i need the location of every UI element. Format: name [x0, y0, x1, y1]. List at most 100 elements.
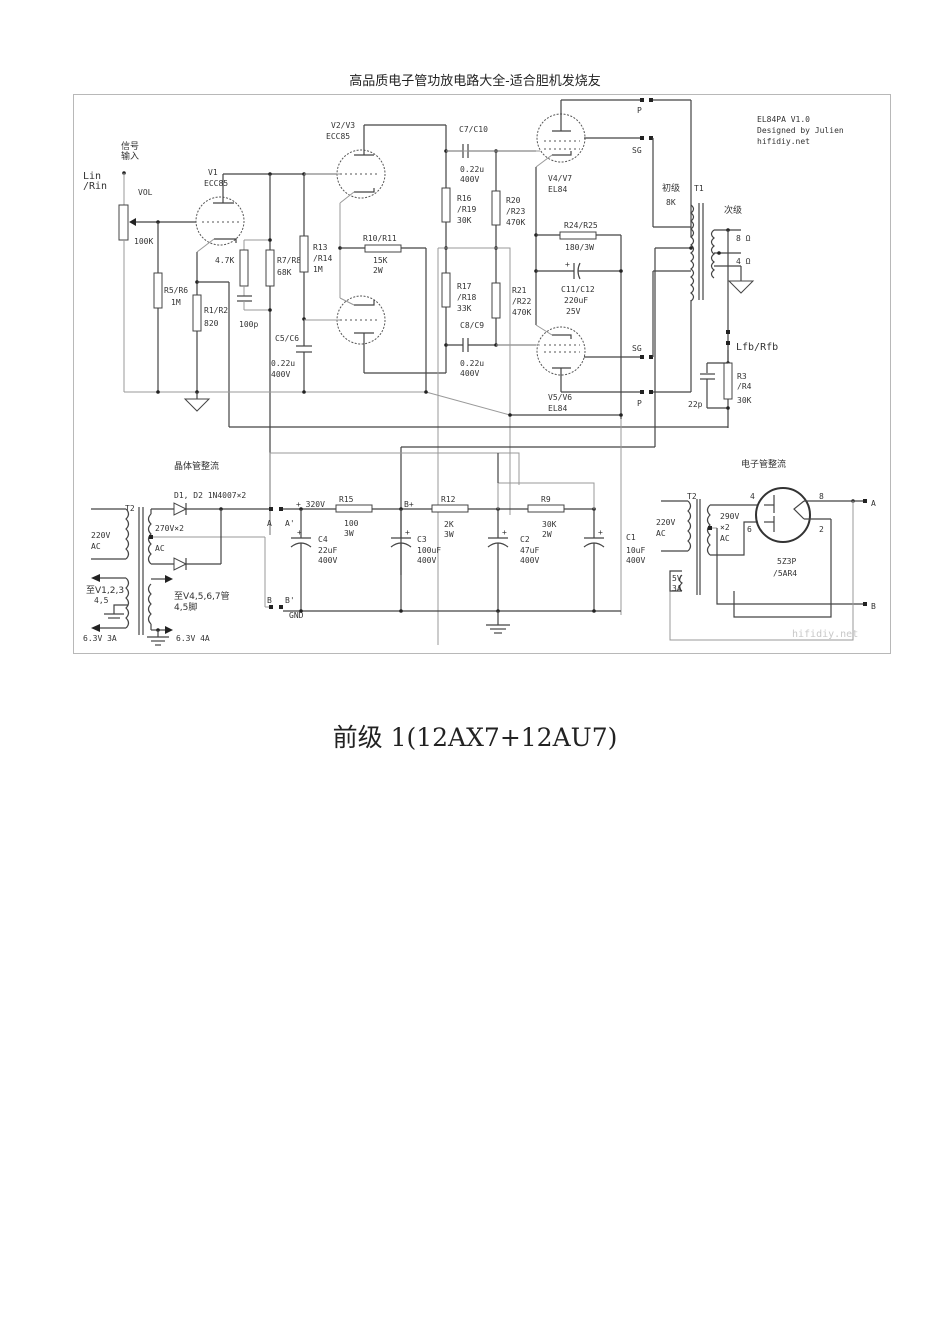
svg-text:68K: 68K — [277, 268, 292, 277]
svg-text:T1: T1 — [694, 184, 704, 193]
t1-primary-coil — [690, 204, 695, 302]
svg-text:Lfb/Rfb: Lfb/Rfb — [736, 342, 778, 353]
svg-text:V5/V6: V5/V6 — [548, 393, 572, 402]
svg-text:2W: 2W — [542, 530, 552, 539]
r10-r11 — [364, 244, 402, 253]
vol-pot — [118, 204, 129, 241]
diode-d2-icon — [173, 557, 188, 571]
svg-text:R21: R21 — [512, 286, 527, 295]
svg-text:0.22u: 0.22u — [271, 359, 295, 368]
svg-text:ECC85: ECC85 — [204, 179, 228, 188]
svg-text:0.22u: 0.22u — [460, 165, 484, 174]
svg-text:R3: R3 — [737, 372, 747, 381]
svg-text:B: B — [267, 596, 272, 605]
watermark: hifidiy.net — [792, 629, 858, 640]
svg-text:180/3W: 180/3W — [565, 243, 594, 252]
input-terminal — [122, 171, 126, 175]
svg-text:EL84PA V1.0: EL84PA V1.0 — [757, 115, 810, 124]
svg-text:R13: R13 — [313, 243, 328, 252]
svg-text:2K: 2K — [444, 520, 454, 529]
svg-text:/5AR4: /5AR4 — [773, 569, 797, 578]
design-info: EL84PA V1.0 Designed by Julien hifidiy.n… — [757, 115, 844, 146]
svg-text:/R22: /R22 — [512, 297, 531, 306]
svg-text:+ 320V: + 320V — [296, 500, 325, 509]
svg-text:400V: 400V — [460, 369, 479, 378]
tube-v5-v6 — [536, 326, 586, 376]
r13-r14 — [299, 235, 309, 273]
ground-icon — [727, 280, 755, 294]
vol-value: 100K — [134, 237, 153, 246]
svg-text:8K: 8K — [666, 198, 676, 207]
svg-text:33K: 33K — [457, 304, 472, 313]
svg-text:P: P — [637, 106, 642, 115]
svg-text:R5/R6: R5/R6 — [164, 286, 188, 295]
r16-r19 — [441, 187, 451, 223]
wiper-arrow-icon — [129, 218, 136, 226]
svg-text:EL84: EL84 — [548, 185, 567, 194]
svg-text:V1: V1 — [208, 168, 218, 177]
svg-text:3A: 3A — [672, 584, 682, 593]
svg-text:6: 6 — [747, 525, 752, 534]
svg-text:820: 820 — [204, 319, 219, 328]
svg-text:A': A' — [285, 519, 295, 528]
svg-text:AC: AC — [720, 534, 730, 543]
svg-text:晶体管整流: 晶体管整流 — [174, 460, 219, 472]
svg-text:220V: 220V — [91, 531, 110, 540]
primary-label: 初级 — [662, 182, 680, 194]
svg-text:B': B' — [285, 596, 295, 605]
svg-text:30K: 30K — [542, 520, 557, 529]
svg-text:次级: 次级 — [724, 204, 742, 216]
svg-text:400V: 400V — [626, 556, 645, 565]
svg-text:C11/C12: C11/C12 — [561, 285, 595, 294]
svg-text:V2/V3: V2/V3 — [331, 121, 355, 130]
document-title: 高品质电子管功放电路大全-适合胆机发烧友 — [349, 74, 601, 89]
svg-text:C1: C1 — [626, 533, 636, 542]
svg-text:/R23: /R23 — [506, 207, 525, 216]
svg-text:+: + — [565, 260, 570, 269]
tube-v1 — [195, 196, 245, 246]
ground-icon — [183, 398, 211, 412]
svg-text:15K: 15K — [373, 256, 388, 265]
svg-text:4.7K: 4.7K — [215, 256, 234, 265]
svg-text:/R19: /R19 — [457, 205, 476, 214]
svg-text:+: + — [405, 528, 410, 537]
t1-secondary-coil — [710, 229, 715, 279]
psu-solid-state: 晶体管整流 D1, D2 1N4007×2 T2 220V AC 270V×2 … — [83, 453, 645, 646]
svg-text:220uF: 220uF — [564, 296, 588, 305]
svg-text:电子管整流: 电子管整流 — [741, 458, 786, 470]
svg-text:SG: SG — [632, 146, 642, 155]
svg-text:/R4: /R4 — [737, 382, 752, 391]
svg-text:30K: 30K — [457, 216, 472, 225]
input-stage: 信号 输入 Lin /Rin VOL 100K R5/R6 1M V1 ECC8… — [83, 140, 426, 535]
r3-r4 — [723, 362, 733, 400]
svg-text:3W: 3W — [444, 530, 454, 539]
svg-text:400V: 400V — [417, 556, 436, 565]
rectifier-tube — [755, 487, 811, 543]
svg-text:270V×2: 270V×2 — [155, 524, 184, 533]
r12 — [431, 504, 469, 513]
svg-text:5Z3P: 5Z3P — [777, 557, 796, 566]
svg-text:AC: AC — [656, 529, 666, 538]
svg-text:1M: 1M — [313, 265, 323, 274]
svg-text:3W: 3W — [344, 529, 354, 538]
svg-text:C4: C4 — [318, 535, 328, 544]
arrow-left-icon — [91, 574, 100, 582]
svg-text:47uF: 47uF — [520, 546, 539, 555]
svg-text:100uF: 100uF — [417, 546, 441, 555]
svg-text:Designed by Julien: Designed by Julien — [757, 126, 844, 135]
svg-text:25V: 25V — [566, 307, 581, 316]
input-label-cn: 信号 — [121, 140, 139, 152]
r21-r22 — [491, 282, 501, 319]
phase-splitter: V2/V3 ECC85 R10/R11 15K 2W R16 /R19 30K — [304, 121, 536, 645]
svg-text:R20: R20 — [506, 196, 521, 205]
svg-text:220V: 220V — [656, 518, 675, 527]
svg-text:AC: AC — [155, 544, 165, 553]
rin-label: /Rin — [83, 181, 107, 192]
arrow-left-icon — [91, 624, 100, 632]
psu-tube-rectifier: 电子管整流 T2 220V AC 290V ×2 AC B 4 6 8 2 5Z… — [656, 458, 876, 641]
svg-text:R9: R9 — [541, 495, 551, 504]
svg-text:+: + — [598, 528, 603, 537]
svg-text:B+: B+ — [404, 500, 414, 509]
svg-text:2W: 2W — [373, 266, 383, 275]
svg-text:400V: 400V — [520, 556, 539, 565]
